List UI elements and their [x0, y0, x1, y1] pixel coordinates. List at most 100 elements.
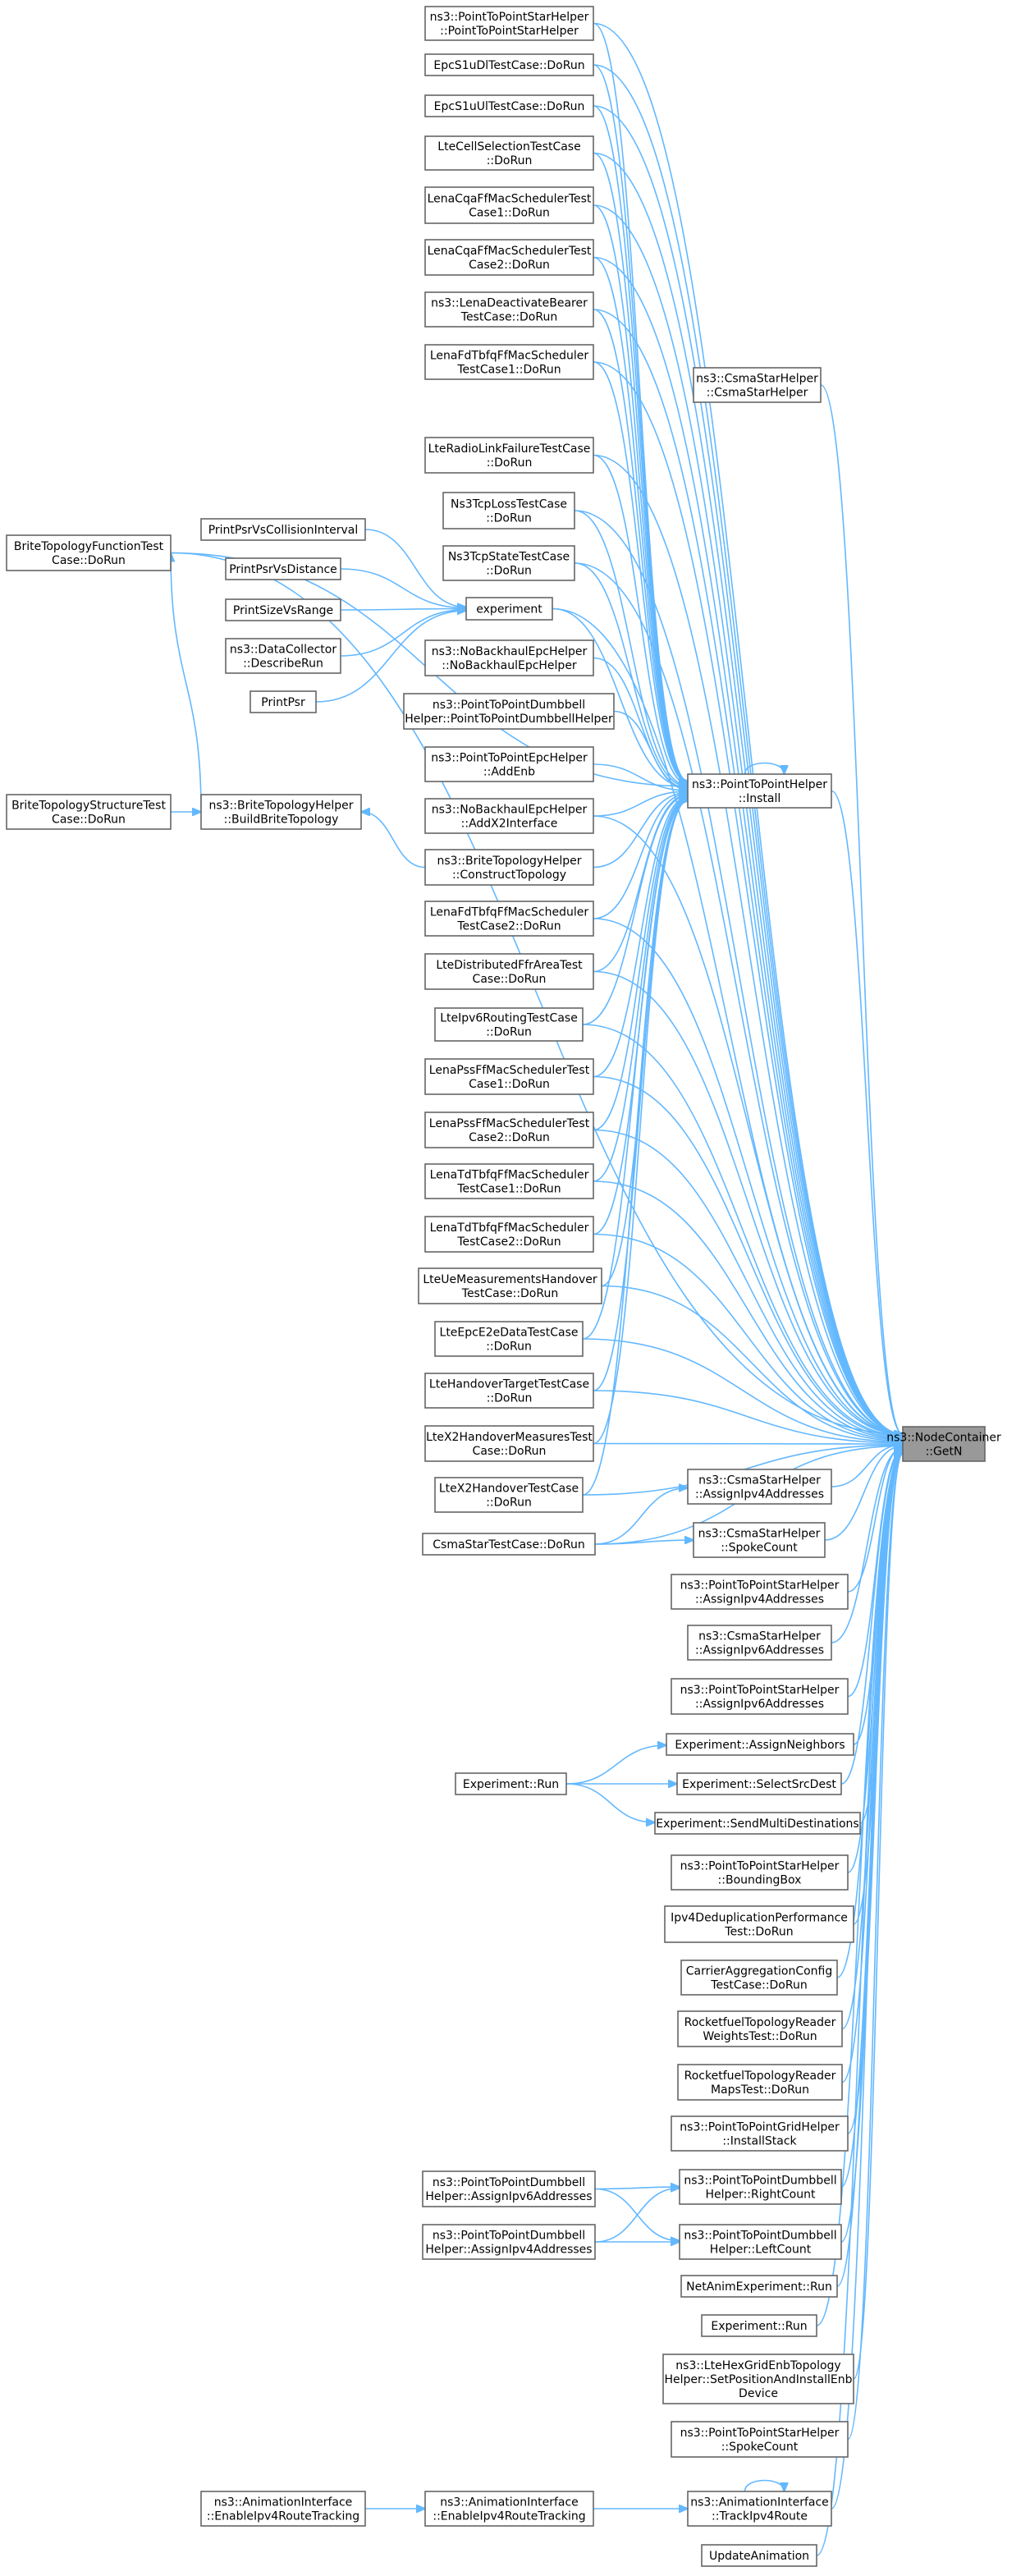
- node-nobh-ctor[interactable]: ns3::NoBackhaulEpcHelper::NoBackhaulEpcH…: [424, 639, 594, 676]
- node-csma-spoke[interactable]: ns3::CsmaStarHelper::SpokeCount: [693, 1522, 826, 1558]
- edge-constructtopo-to-buildbrite: [361, 812, 426, 869]
- node-box: [403, 693, 615, 730]
- node-assignneigh[interactable]: Experiment::AssignNeighbors: [666, 1733, 854, 1756]
- node-psrdist[interactable]: PrintPsrVsDistance: [225, 557, 341, 580]
- node-rf-weights[interactable]: RocketfuelTopologyReaderWeightsTest::DoR…: [677, 2010, 843, 2047]
- node-label-line: NetAnimExperiment::Run: [686, 2280, 832, 2294]
- node-label-line: ::DescribeRun: [243, 658, 323, 671]
- node-exprun2[interactable]: Experiment::Run: [701, 2314, 817, 2337]
- node-tcploss[interactable]: Ns3TcpLossTestCase::DoRun: [442, 492, 575, 529]
- node-box: [671, 2421, 849, 2458]
- node-box: [687, 1469, 832, 1505]
- edge-install-to-install: [744, 762, 785, 775]
- node-epce2e[interactable]: LteEpcE2eDataTestCase::DoRun: [434, 1321, 584, 1357]
- node-install[interactable]: ns3::PointToPointHelper::Install: [687, 773, 832, 809]
- node-box: [424, 1216, 594, 1253]
- node-cellsel[interactable]: LteCellSelectionTestCase::DoRun: [424, 135, 594, 171]
- node-netanim[interactable]: NetAnimExperiment::Run: [680, 2275, 838, 2298]
- node-label-line: Ns3TcpLossTestCase: [451, 498, 567, 511]
- node-db-ipv4[interactable]: ns3::PointToPointDumbbellHelper::AssignI…: [422, 2224, 596, 2260]
- node-enable-l[interactable]: ns3::AnimationInterface::EnableIpv4Route…: [200, 2491, 366, 2527]
- node-enable-m[interactable]: ns3::AnimationInterface::EnableIpv4Route…: [424, 2491, 594, 2527]
- node-pps-ipv4[interactable]: ns3::PointToPointStarHelper::AssignIpv4A…: [671, 1574, 849, 1610]
- node-box: [693, 1522, 826, 1558]
- node-box: [422, 2170, 596, 2207]
- node-csma-ipv6[interactable]: ns3::CsmaStarHelper::AssignIpv6Addresses: [687, 1625, 832, 1661]
- node-db-left[interactable]: ns3::PointToPointDumbbellHelper::LeftCou…: [679, 2224, 842, 2260]
- node-printpsr[interactable]: PrintPsr: [249, 690, 317, 713]
- node-tcpstate[interactable]: Ns3TcpStateTestCase::DoRun: [442, 545, 575, 581]
- node-csmastartc[interactable]: CsmaStarTestCase::DoRun: [422, 1533, 596, 1556]
- edge-hotarget-to-target: [593, 1390, 903, 1443]
- node-hexgrid[interactable]: ns3::LteHexGridEnbTopologyHelper::SetPos…: [662, 2354, 854, 2404]
- node-db-ipv6[interactable]: ns3::PointToPointDumbbellHelper::AssignI…: [422, 2170, 596, 2207]
- node-rlf[interactable]: LteRadioLinkFailureTestCase::DoRun: [424, 437, 594, 474]
- edge-psrdist-to-experiment: [340, 568, 466, 608]
- node-csma-ctor[interactable]: ns3::CsmaStarHelper::CsmaStarHelper: [693, 367, 822, 403]
- node-epc-ul[interactable]: EpcS1uUlTestCase::DoRun: [424, 94, 594, 117]
- node-updateanim[interactable]: UpdateAnimation: [701, 2544, 817, 2567]
- node-label-line: ::DoRun: [486, 512, 532, 525]
- node-label-line: ::AddEnb: [483, 766, 535, 779]
- node-pps-ipv6[interactable]: ns3::PointToPointStarHelper::AssignIpv6A…: [671, 1678, 849, 1715]
- node-buildbrite[interactable]: ns3::BriteTopologyHelper::BuildBriteTopo…: [200, 794, 362, 830]
- node-box: [680, 1960, 838, 1996]
- node-constructtopo[interactable]: ns3::BriteTopologyHelper::ConstructTopol…: [424, 849, 594, 886]
- node-label-line: LenaFdTbfqFfMacScheduler: [430, 906, 588, 919]
- node-label-line: ns3::CsmaStarHelper: [698, 1528, 821, 1541]
- node-box: [687, 1625, 832, 1661]
- node-label-line: ns3::DataCollector: [230, 644, 336, 657]
- node-label-line: LteX2HandoverTestCase: [439, 1483, 579, 1496]
- node-experiment[interactable]: experiment: [465, 597, 553, 621]
- node-hotarget[interactable]: LteHandoverTargetTestCase::DoRun: [424, 1373, 594, 1409]
- node-epc-dl[interactable]: EpcS1uDlTestCase::DoRun: [424, 53, 594, 76]
- node-grid-stack[interactable]: ns3::PointToPointGridHelper::InstallStac…: [671, 2115, 849, 2152]
- node-exprun1[interactable]: Experiment::Run: [455, 1772, 567, 1795]
- node-box: [225, 598, 341, 621]
- node-db-right[interactable]: ns3::PointToPointDumbbellHelper::RightCo…: [679, 2169, 842, 2205]
- edge-tdtbfq1-to-install: [593, 799, 688, 1182]
- node-datacoll[interactable]: ns3::DataCollector::DescribeRun: [225, 638, 341, 674]
- node-label-line: ns3::CsmaStarHelper: [698, 1474, 821, 1487]
- node-pps-bbox[interactable]: ns3::PointToPointStarHelper::BoundingBox: [671, 1854, 849, 1891]
- node-trackipv4[interactable]: ns3::AnimationInterface::TrackIpv4Route: [687, 2491, 832, 2527]
- node-ipv6route[interactable]: LteIpv6RoutingTestCase::DoRun: [434, 1007, 584, 1042]
- node-psrcoll[interactable]: PrintPsrVsCollisionInterval: [200, 518, 366, 541]
- edge-selectsrc-to-target: [840, 1451, 903, 1785]
- node-box: [6, 794, 172, 830]
- node-label-line: Device: [739, 2387, 778, 2400]
- edge-sizerange-to-experiment: [340, 609, 466, 611]
- edge-addx2-to-target: [593, 815, 903, 1434]
- node-addenb[interactable]: ns3::PointToPointEpcHelper::AddEnb: [424, 746, 594, 782]
- node-label-line: ns3::PointToPointDumbbell: [684, 2230, 836, 2243]
- node-selectsrc[interactable]: Experiment::SelectSrcDest: [676, 1772, 842, 1795]
- node-target[interactable]: ns3::NodeContainer::GetN: [886, 1426, 1001, 1462]
- node-addx2[interactable]: ns3::NoBackhaulEpcHelper::AddX2Interface: [424, 798, 594, 834]
- node-ptpd-ctor[interactable]: ns3::PointToPointDumbbellHelper::PointTo…: [403, 693, 615, 730]
- node-csma-ipv4[interactable]: ns3::CsmaStarHelper::AssignIpv4Addresses: [687, 1469, 832, 1505]
- node-sendmulti[interactable]: Experiment::SendMultiDestinations: [654, 1812, 861, 1835]
- node-pps-ctor[interactable]: ns3::PointToPointStarHelper::PointToPoin…: [424, 6, 594, 41]
- node-x2ho[interactable]: LteX2HandoverTestCase::DoRun: [434, 1477, 584, 1513]
- node-pps-spoke[interactable]: ns3::PointToPointStarHelper::SpokeCount: [671, 2421, 849, 2458]
- node-label-line: LteDistributedFfrAreaTest: [436, 959, 583, 972]
- node-sizerange[interactable]: PrintSizeVsRange: [225, 598, 341, 621]
- node-label-line: MapsTest::DoRun: [711, 2083, 809, 2097]
